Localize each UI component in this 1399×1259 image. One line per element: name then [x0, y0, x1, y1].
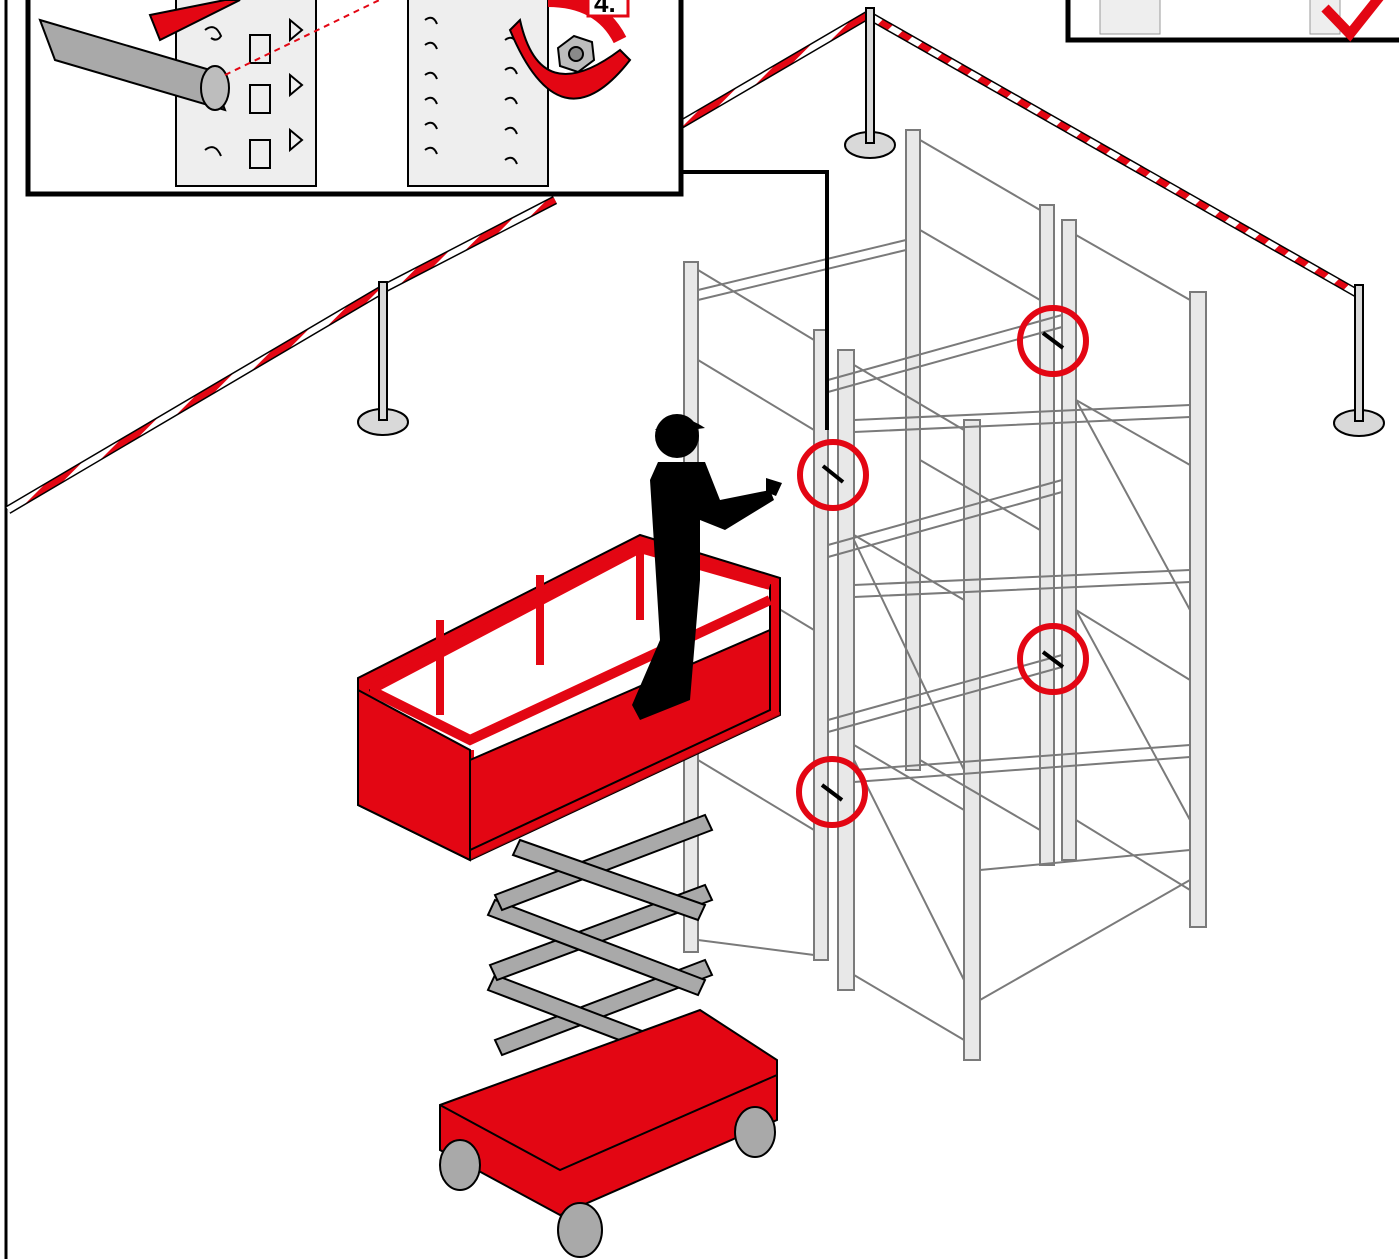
inset-detail: 4. [28, 0, 681, 194]
inset-detail-secondary [1068, 0, 1399, 40]
upright-detail [408, 0, 548, 186]
bolt-icon [822, 333, 1063, 800]
step-label: 4. [594, 0, 616, 18]
rack-upright [1190, 292, 1206, 927]
rack-upright [1040, 205, 1054, 865]
barrier-post-right [1334, 285, 1384, 436]
barrier-post-left [358, 282, 408, 435]
leader-line [683, 172, 827, 430]
scissor-lift [358, 535, 780, 1257]
